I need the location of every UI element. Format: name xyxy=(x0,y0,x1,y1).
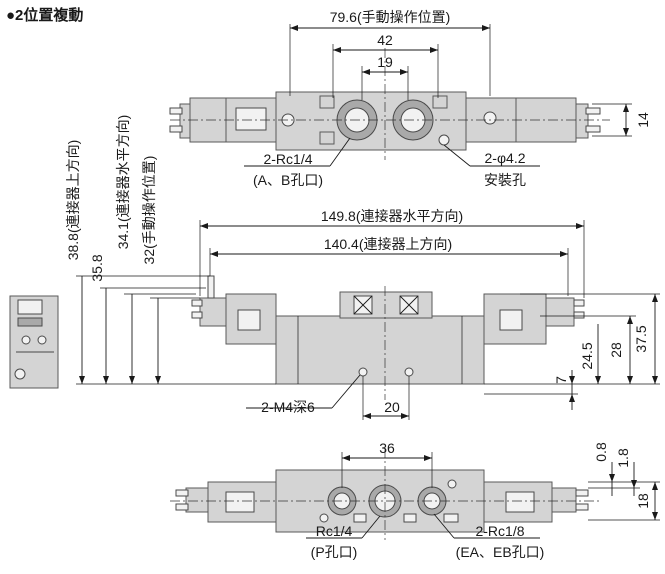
dim-32: 32(手動操作位置) xyxy=(141,156,157,265)
front-left-solenoid xyxy=(225,293,277,345)
dim-manual-position: 79.6(手動操作位置) xyxy=(330,9,451,25)
dim-34-1: 34.1(連接器水平方向) xyxy=(115,115,131,250)
dim-42: 42 xyxy=(377,32,393,48)
mount-hole-sub: 安裝孔 xyxy=(484,172,526,188)
valve-body-front xyxy=(275,315,485,385)
m4-tap-label: 2-M4深6 xyxy=(261,399,315,415)
title: ●2位置複動 xyxy=(6,6,83,24)
port-e-label: 2-Rc1/8 xyxy=(475,523,524,539)
front-view: 149.8(連接器水平方向) 140.4(連接器上方向) 38.8(連接器上方向… xyxy=(65,115,660,420)
dim-35-8: 35.8 xyxy=(89,254,105,281)
dim-0-8: 0.8 xyxy=(593,442,609,462)
dim-24-5: 24.5 xyxy=(579,342,595,369)
mount-hole-label: 2-φ4.2 xyxy=(485,150,526,166)
port-p-sub: (P孔口) xyxy=(311,544,358,560)
port-p-label: Rc1/4 xyxy=(316,523,353,539)
dim-1-8: 1.8 xyxy=(615,448,631,468)
dim-19: 19 xyxy=(377,54,393,70)
dim-28: 28 xyxy=(608,342,624,358)
dim-38-8: 38.8(連接器上方向) xyxy=(65,140,81,261)
dim-20: 20 xyxy=(384,399,400,415)
dim-36: 36 xyxy=(379,440,395,456)
dim-140-4: 140.4(連接器上方向) xyxy=(324,236,452,252)
port-e-sub: (EA、EB孔口) xyxy=(456,544,545,560)
m4-tap-left xyxy=(358,367,368,377)
mount-hole-right xyxy=(438,134,450,146)
dim-37-5: 37.5 xyxy=(633,325,649,352)
right-connector-stub xyxy=(575,103,589,139)
dim-149-8: 149.8(連接器水平方向) xyxy=(321,208,463,224)
dim-14: 14 xyxy=(635,112,651,128)
top-view: 79.6(手動操作位置) 42 19 14 2-Rc1/4 (A、B孔口) 2-… xyxy=(169,9,651,188)
dim-18: 18 xyxy=(635,493,651,509)
dim-7: 7 xyxy=(553,376,569,384)
port-ab-sub: (A、B孔口) xyxy=(253,172,323,188)
bottom-view: 36 0.8 1.8 18 Rc1/4 (P孔口) 2-Rc1/8 (EA、EB… xyxy=(170,440,660,560)
front-left-connector xyxy=(199,297,227,327)
m4-tap-right xyxy=(404,367,414,377)
end-view xyxy=(9,295,59,389)
port-ab-label: 2-Rc1/4 xyxy=(263,151,312,167)
